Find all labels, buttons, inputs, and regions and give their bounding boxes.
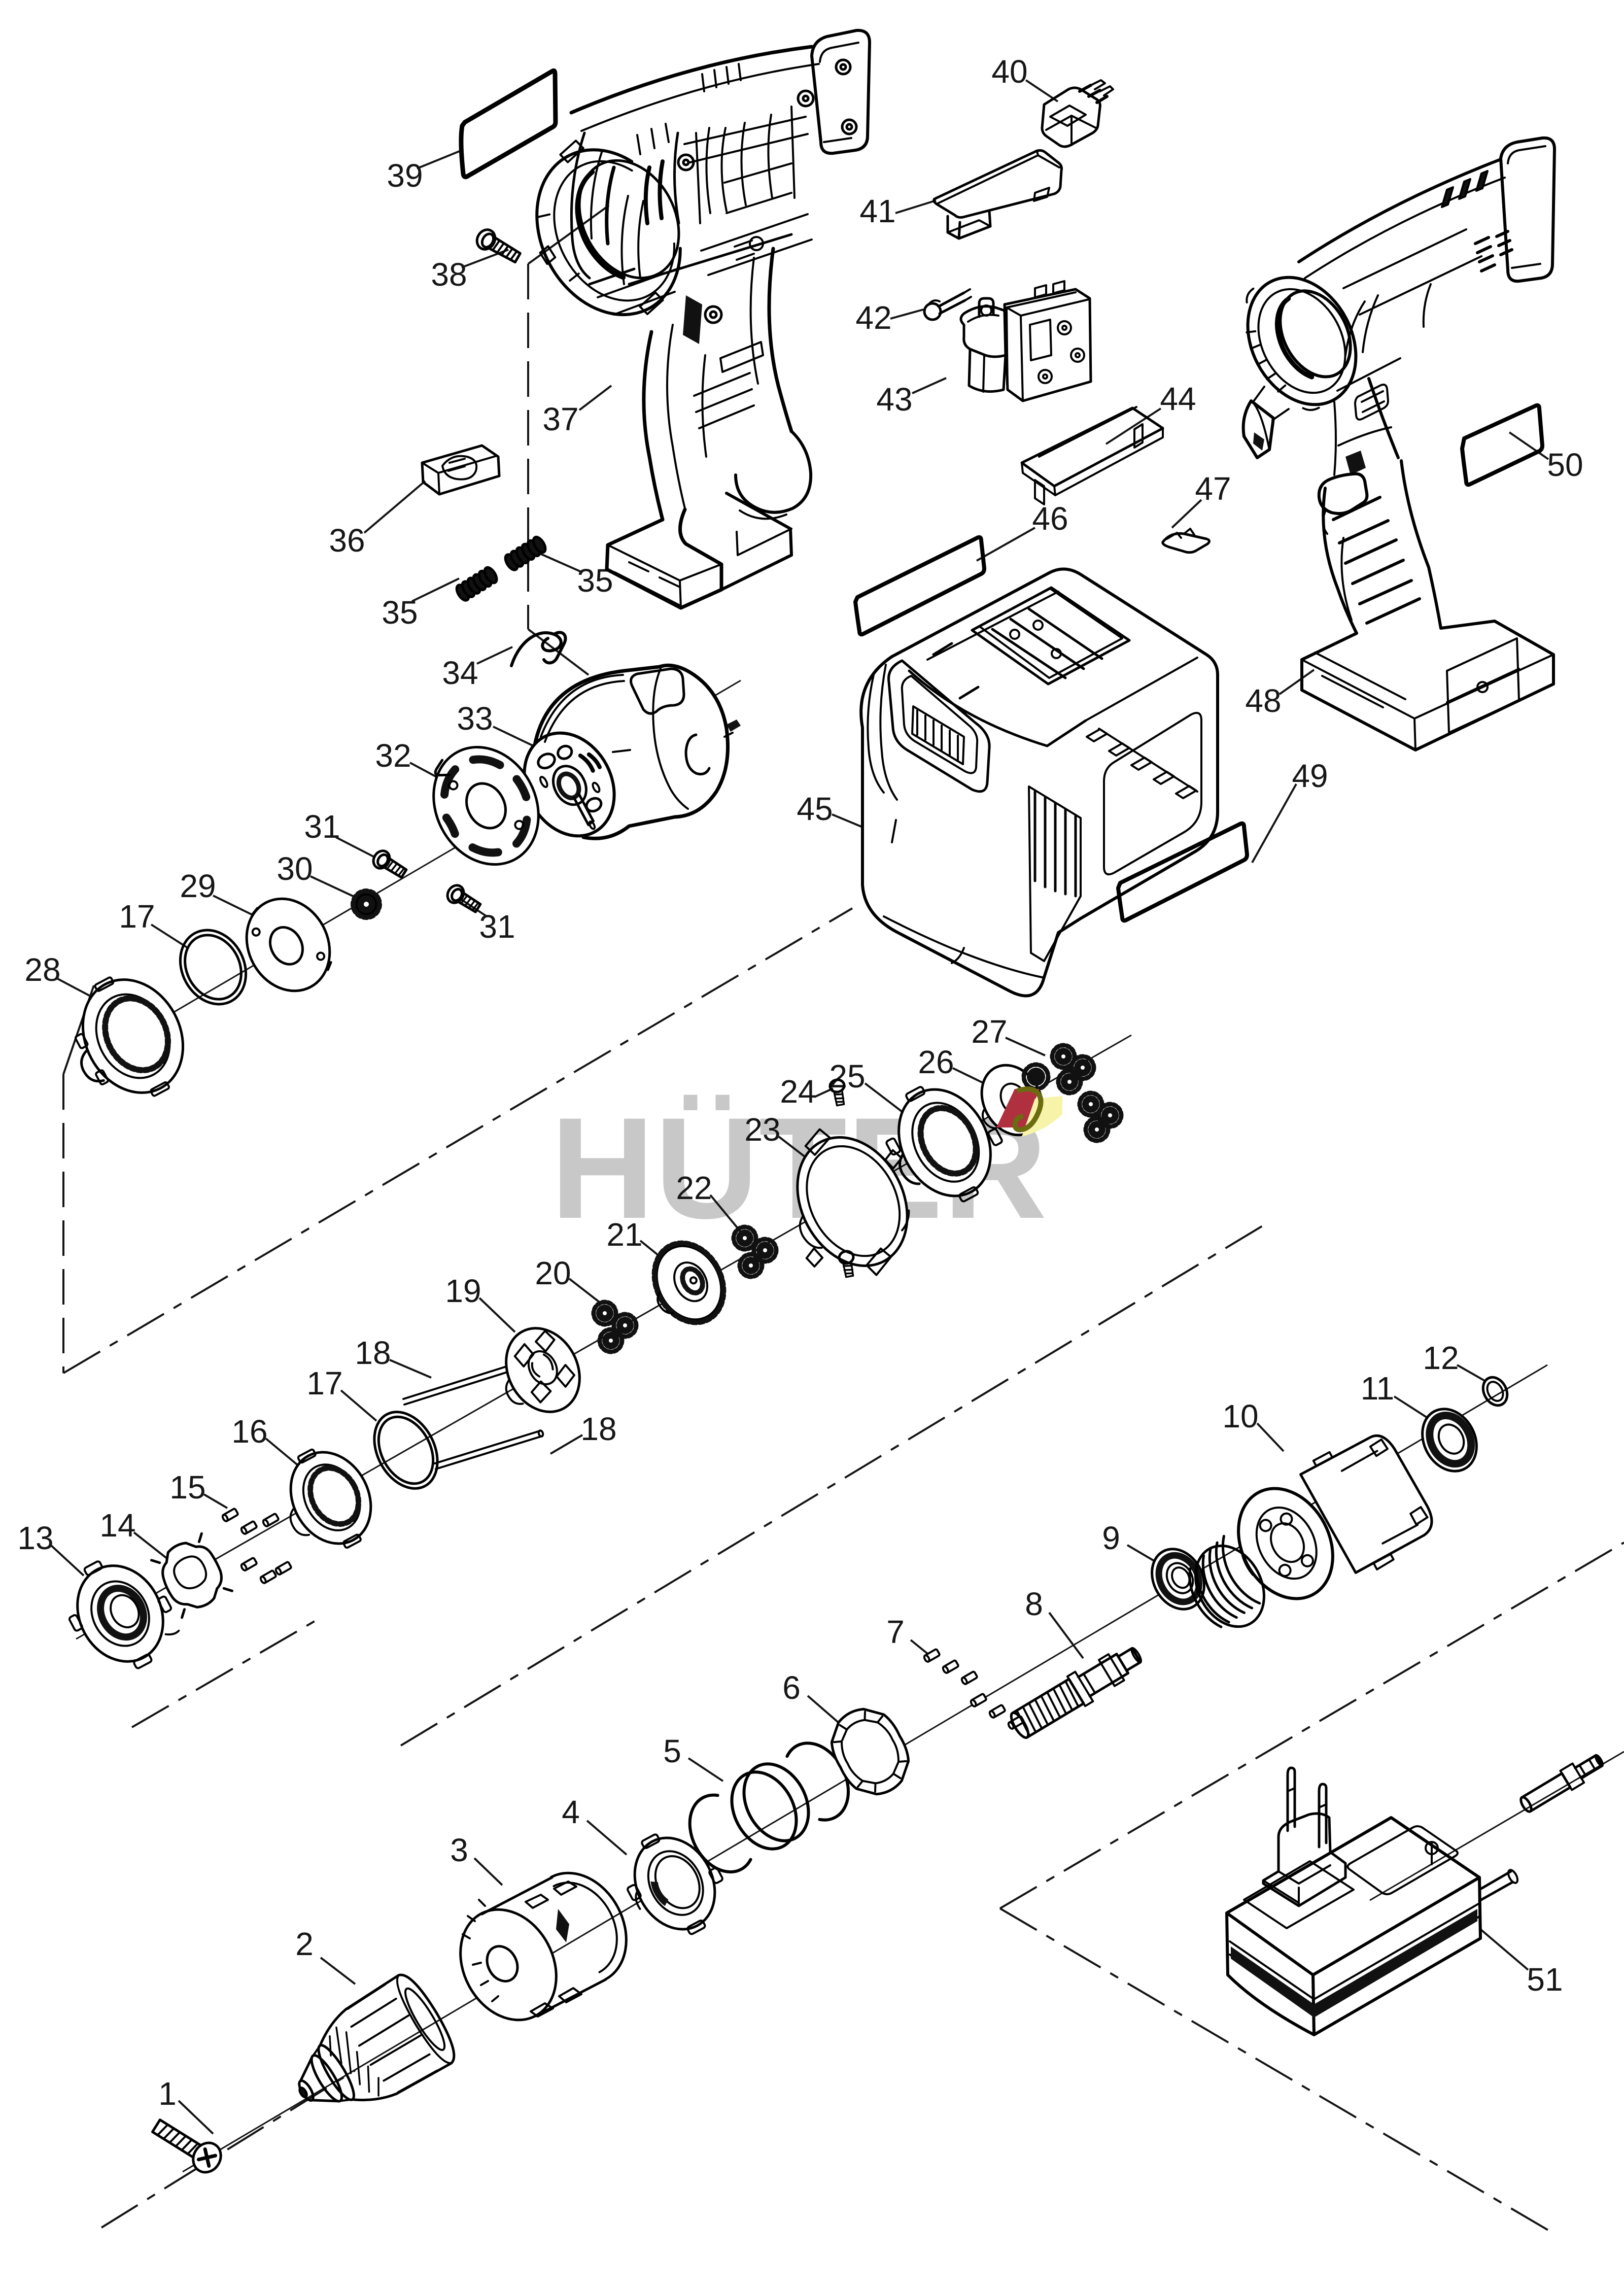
svg-text:50: 50 [1547, 447, 1583, 483]
svg-text:34: 34 [442, 655, 478, 691]
svg-text:38: 38 [431, 256, 467, 293]
svg-text:11: 11 [1361, 1370, 1394, 1407]
svg-text:44: 44 [1160, 381, 1196, 417]
svg-text:48: 48 [1245, 682, 1281, 719]
svg-text:35: 35 [382, 594, 418, 631]
svg-text:31: 31 [304, 808, 340, 845]
svg-text:23: 23 [744, 1111, 780, 1148]
svg-text:31: 31 [479, 908, 515, 945]
svg-text:29: 29 [180, 868, 216, 904]
svg-text:42: 42 [855, 299, 891, 336]
svg-text:1: 1 [158, 2075, 177, 2112]
svg-text:22: 22 [676, 1170, 712, 1206]
svg-text:24: 24 [780, 1073, 816, 1110]
svg-text:30: 30 [277, 850, 313, 887]
svg-text:19: 19 [445, 1273, 481, 1309]
svg-text:17: 17 [306, 1365, 342, 1402]
svg-text:13: 13 [17, 1520, 53, 1556]
svg-text:27: 27 [971, 1013, 1007, 1050]
svg-text:5: 5 [663, 1733, 681, 1769]
svg-text:21: 21 [606, 1216, 642, 1253]
svg-text:17: 17 [119, 898, 155, 935]
svg-text:51: 51 [1527, 1961, 1563, 1998]
svg-text:33: 33 [457, 700, 493, 737]
svg-text:14: 14 [99, 1507, 135, 1544]
svg-text:49: 49 [1292, 758, 1328, 794]
svg-text:40: 40 [991, 53, 1027, 90]
svg-text:9: 9 [1102, 1520, 1120, 1556]
svg-text:16: 16 [231, 1413, 267, 1450]
svg-text:25: 25 [829, 1058, 865, 1095]
svg-text:41: 41 [859, 193, 895, 229]
svg-text:12: 12 [1423, 1340, 1459, 1376]
svg-text:10: 10 [1222, 1398, 1258, 1434]
svg-text:28: 28 [24, 951, 60, 988]
svg-text:18: 18 [355, 1335, 391, 1371]
svg-text:7: 7 [886, 1614, 905, 1650]
svg-text:26: 26 [918, 1044, 954, 1080]
svg-text:15: 15 [169, 1469, 205, 1506]
svg-text:20: 20 [535, 1255, 571, 1291]
svg-text:37: 37 [542, 401, 578, 437]
svg-text:47: 47 [1195, 470, 1231, 507]
svg-text:45: 45 [797, 791, 833, 827]
svg-text:18: 18 [580, 1411, 616, 1447]
svg-text:32: 32 [375, 737, 411, 774]
svg-text:6: 6 [782, 1669, 801, 1706]
svg-text:2: 2 [295, 1926, 314, 1962]
svg-text:4: 4 [562, 1794, 580, 1830]
svg-text:36: 36 [329, 522, 365, 559]
svg-text:8: 8 [1025, 1586, 1043, 1622]
svg-text:43: 43 [876, 381, 912, 418]
svg-text:3: 3 [450, 1832, 468, 1868]
svg-text:46: 46 [1032, 500, 1068, 537]
svg-text:39: 39 [387, 157, 423, 194]
